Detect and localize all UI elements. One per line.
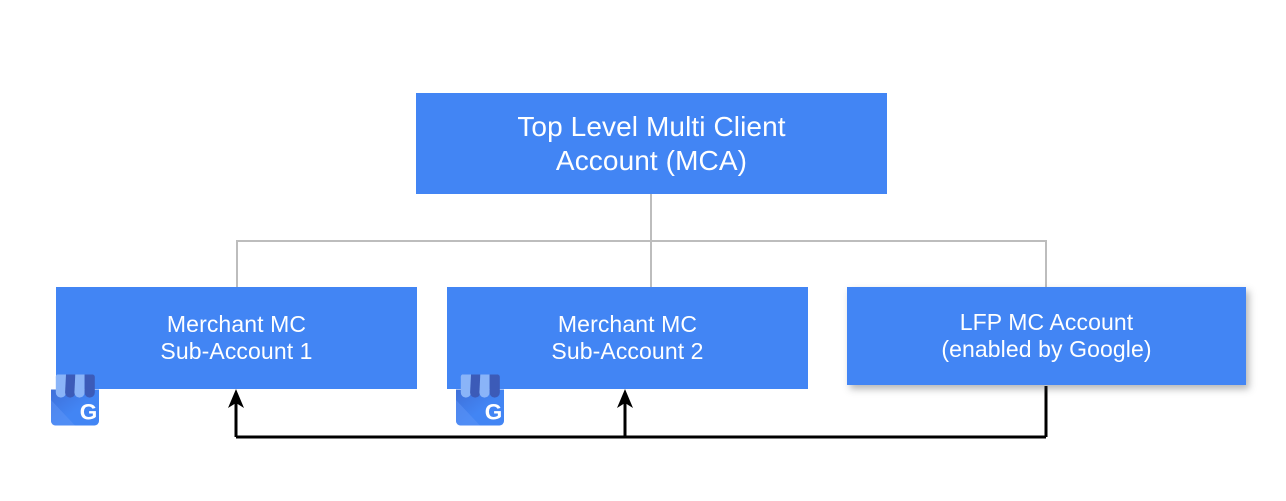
node-lfp-mc-account[interactable]: LFP MC Account (enabled by Google)	[847, 287, 1246, 385]
google-business-profile-icon: G	[456, 374, 504, 426]
connector-drop-lfp	[1045, 240, 1047, 288]
gbp-letter-g: G	[485, 400, 503, 425]
connector-drop-sub2	[650, 240, 652, 288]
node-top-level-mca[interactable]: Top Level Multi Client Account (MCA)	[416, 93, 887, 194]
gbp-letter-g: G	[80, 400, 98, 425]
arrowhead-sub1	[228, 389, 244, 408]
connector-drop-sub1	[236, 240, 238, 288]
connector-horizontal-bar	[236, 240, 1047, 242]
google-business-profile-icon: G	[51, 374, 99, 426]
node-merchant-mc-sub-account-2[interactable]: Merchant MC Sub-Account 2	[447, 287, 808, 389]
arrowhead-sub2	[617, 389, 633, 408]
connector-mca-stem	[650, 194, 652, 242]
node-merchant-mc-sub-account-1[interactable]: Merchant MC Sub-Account 1	[56, 287, 417, 389]
